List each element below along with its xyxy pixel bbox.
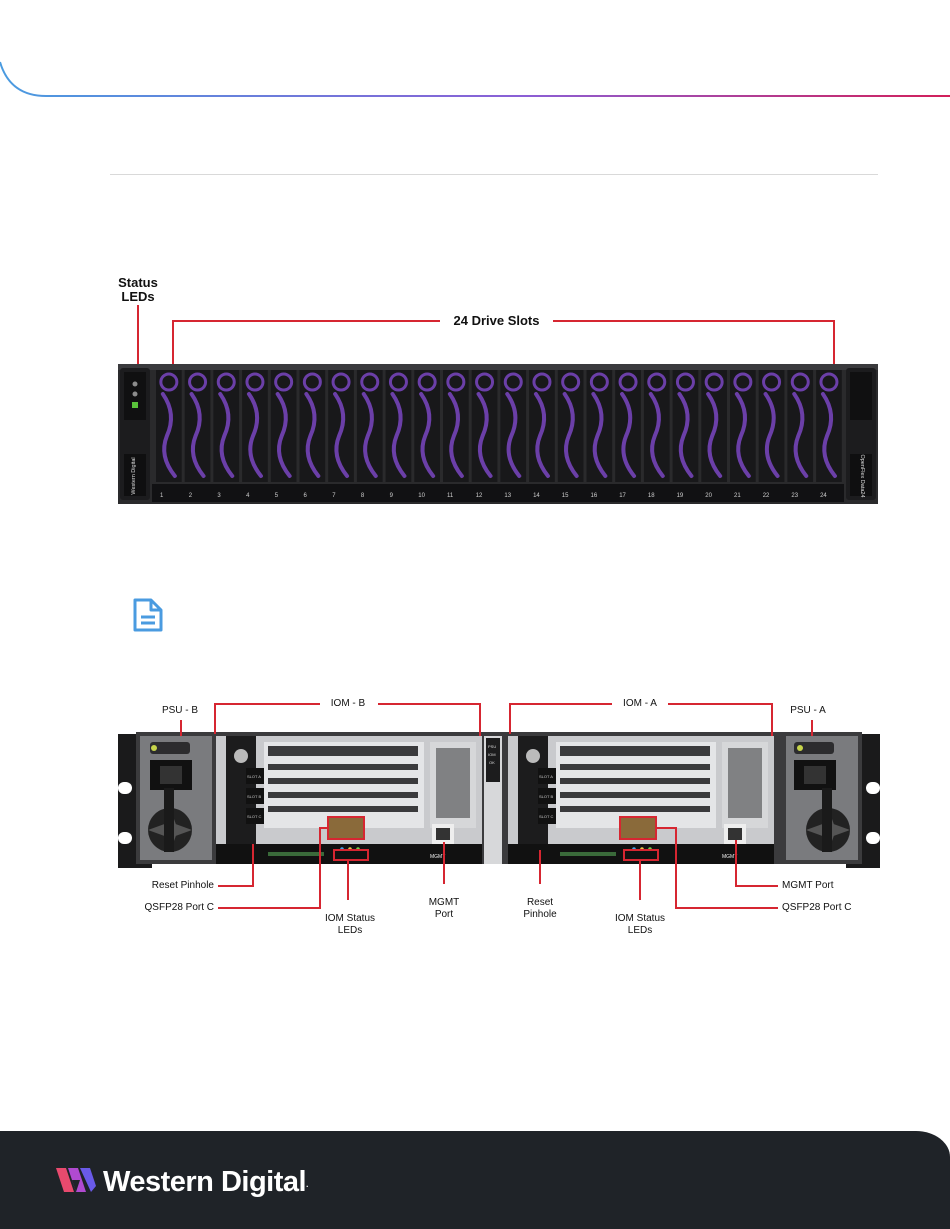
iom-b-slot-a: SLOT A	[247, 774, 261, 779]
psu-b-label: PSU - B	[161, 705, 199, 716]
drive-slot-number: 23	[791, 493, 798, 499]
iom-a	[508, 736, 774, 864]
drive-bay-1[interactable]: 1	[156, 370, 182, 499]
rear-chassis-image: SLOT A SLOT B SLOT C SLOT A SLOT B SLOT …	[118, 732, 880, 868]
drive-slot-number: 16	[591, 493, 598, 499]
psu-a-label: PSU - A	[790, 705, 826, 716]
drive-bay-24[interactable]: 24	[816, 370, 842, 499]
drive-bay-7[interactable]: 7	[328, 370, 354, 499]
drive-bay-17[interactable]: 17	[615, 370, 641, 499]
iom-b-mgmt-text: MGMT	[430, 854, 445, 860]
iom-a-slot-c: SLOT C	[539, 814, 553, 819]
mid-label-psu: PSU	[488, 744, 496, 749]
drive-bay-2[interactable]: 2	[184, 370, 211, 499]
drive-bay-15[interactable]: 15	[557, 370, 584, 499]
drive-slot-number: 5	[275, 493, 279, 499]
psu-b	[140, 736, 212, 860]
iom-a-label: IOM - A	[623, 698, 657, 709]
drive-bay-20[interactable]: 20	[701, 370, 727, 499]
rear-callout-lines	[180, 703, 813, 909]
front-callout-lines	[137, 305, 835, 368]
drive-bay-18[interactable]: 18	[643, 370, 670, 499]
iom-b	[216, 736, 482, 864]
drive-slot-number: 7	[332, 493, 336, 499]
drive-bay-12[interactable]: 12	[471, 370, 498, 499]
reset-pinhole-b-label: Reset Pinhole	[151, 880, 214, 891]
section-divider	[110, 174, 878, 175]
drive-slot-number: 1	[160, 493, 164, 499]
drive-slot-number: 10	[418, 493, 425, 499]
drive-slot-number: 18	[648, 493, 655, 499]
drive-bay-19[interactable]: 19	[672, 370, 699, 499]
drive-bay-3[interactable]: 3	[213, 370, 240, 499]
drive-slot-number: 8	[361, 493, 365, 499]
drive-slot-number: 3	[217, 493, 221, 499]
header-accent-line	[0, 61, 950, 97]
drive-bay-4[interactable]: 4	[242, 370, 268, 499]
footer-bar	[0, 1131, 950, 1229]
drive-slot-number: 11	[447, 493, 454, 499]
iom-b-slot-c: SLOT C	[247, 814, 261, 819]
right-ear-product: OpenFlex Data24	[859, 454, 865, 497]
drive-slot-number: 22	[763, 493, 770, 499]
note-icon	[133, 598, 163, 632]
drive-slot-number: 9	[390, 493, 394, 499]
iom-a-mgmt-text: MGMT	[722, 854, 737, 860]
drive-bay-16[interactable]: 16	[586, 370, 613, 499]
drive-bay-21[interactable]: 21	[730, 370, 756, 499]
drive-bay-9[interactable]: 9	[385, 370, 412, 499]
drive-slot-number: 12	[476, 493, 483, 499]
qsfp-a-label: QSFP28 Port C	[782, 902, 852, 913]
status-led-1	[132, 381, 138, 387]
drive-bay-5[interactable]: 5	[270, 370, 297, 499]
drive-slot-number: 24	[820, 493, 827, 499]
left-ear-brand: Western Digital	[131, 457, 137, 494]
status-leds-label: Status LEDs	[118, 275, 158, 304]
drive-slot-number: 4	[246, 493, 250, 499]
footer-trademark: .	[306, 1180, 308, 1189]
iom-status-b-label: IOM Status LEDs	[324, 913, 375, 936]
drive-slot-number: 6	[304, 493, 308, 499]
footer-brand: Western Digital.	[103, 1166, 308, 1198]
drive-bay-14[interactable]: 14	[529, 370, 555, 499]
drive-slot-number: 20	[705, 493, 712, 499]
drive-slot-number: 21	[734, 493, 741, 499]
drive-slot-number: 2	[189, 493, 193, 499]
drive-slot-number: 13	[504, 493, 511, 499]
drive-bay-11[interactable]: 11	[443, 370, 469, 499]
iom-status-a-label: IOM Status LEDs	[614, 913, 665, 936]
drive-slots-label: 24 Drive Slots	[453, 313, 540, 328]
drive-bay-22[interactable]: 22	[758, 370, 785, 499]
drive-slot-number: 19	[677, 493, 684, 499]
qsfp-b-label: QSFP28 Port C	[144, 902, 214, 913]
iom-a-slot-a: SLOT A	[539, 774, 553, 779]
mid-label-ok: OK	[489, 760, 495, 765]
mid-label-iom: IOM	[488, 752, 496, 757]
status-led-3	[132, 402, 138, 408]
iom-b-slot-b: SLOT B	[247, 794, 261, 799]
drive-bay-8[interactable]: 8	[356, 370, 383, 499]
iom-b-label: IOM - B	[330, 698, 366, 709]
drive-bay-6[interactable]: 6	[299, 370, 326, 499]
psu-a	[786, 736, 858, 860]
drive-slot-number: 15	[562, 493, 569, 499]
drive-bay-10[interactable]: 10	[414, 370, 440, 499]
drive-slot-number: 17	[619, 493, 626, 499]
western-digital-logo-icon	[56, 1168, 96, 1192]
mgmt-a-label: MGMT Port	[782, 880, 834, 891]
drive-bay-23[interactable]: 23	[787, 370, 814, 499]
drive-slot-number: 14	[533, 493, 540, 499]
reset-pinhole-a-label: Reset Pinhole	[523, 897, 557, 920]
iom-a-slot-b: SLOT B	[539, 794, 553, 799]
mgmt-b-label: MGMT Port	[428, 897, 460, 920]
status-led-2	[132, 391, 138, 397]
drive-bay-13[interactable]: 13	[500, 370, 527, 499]
